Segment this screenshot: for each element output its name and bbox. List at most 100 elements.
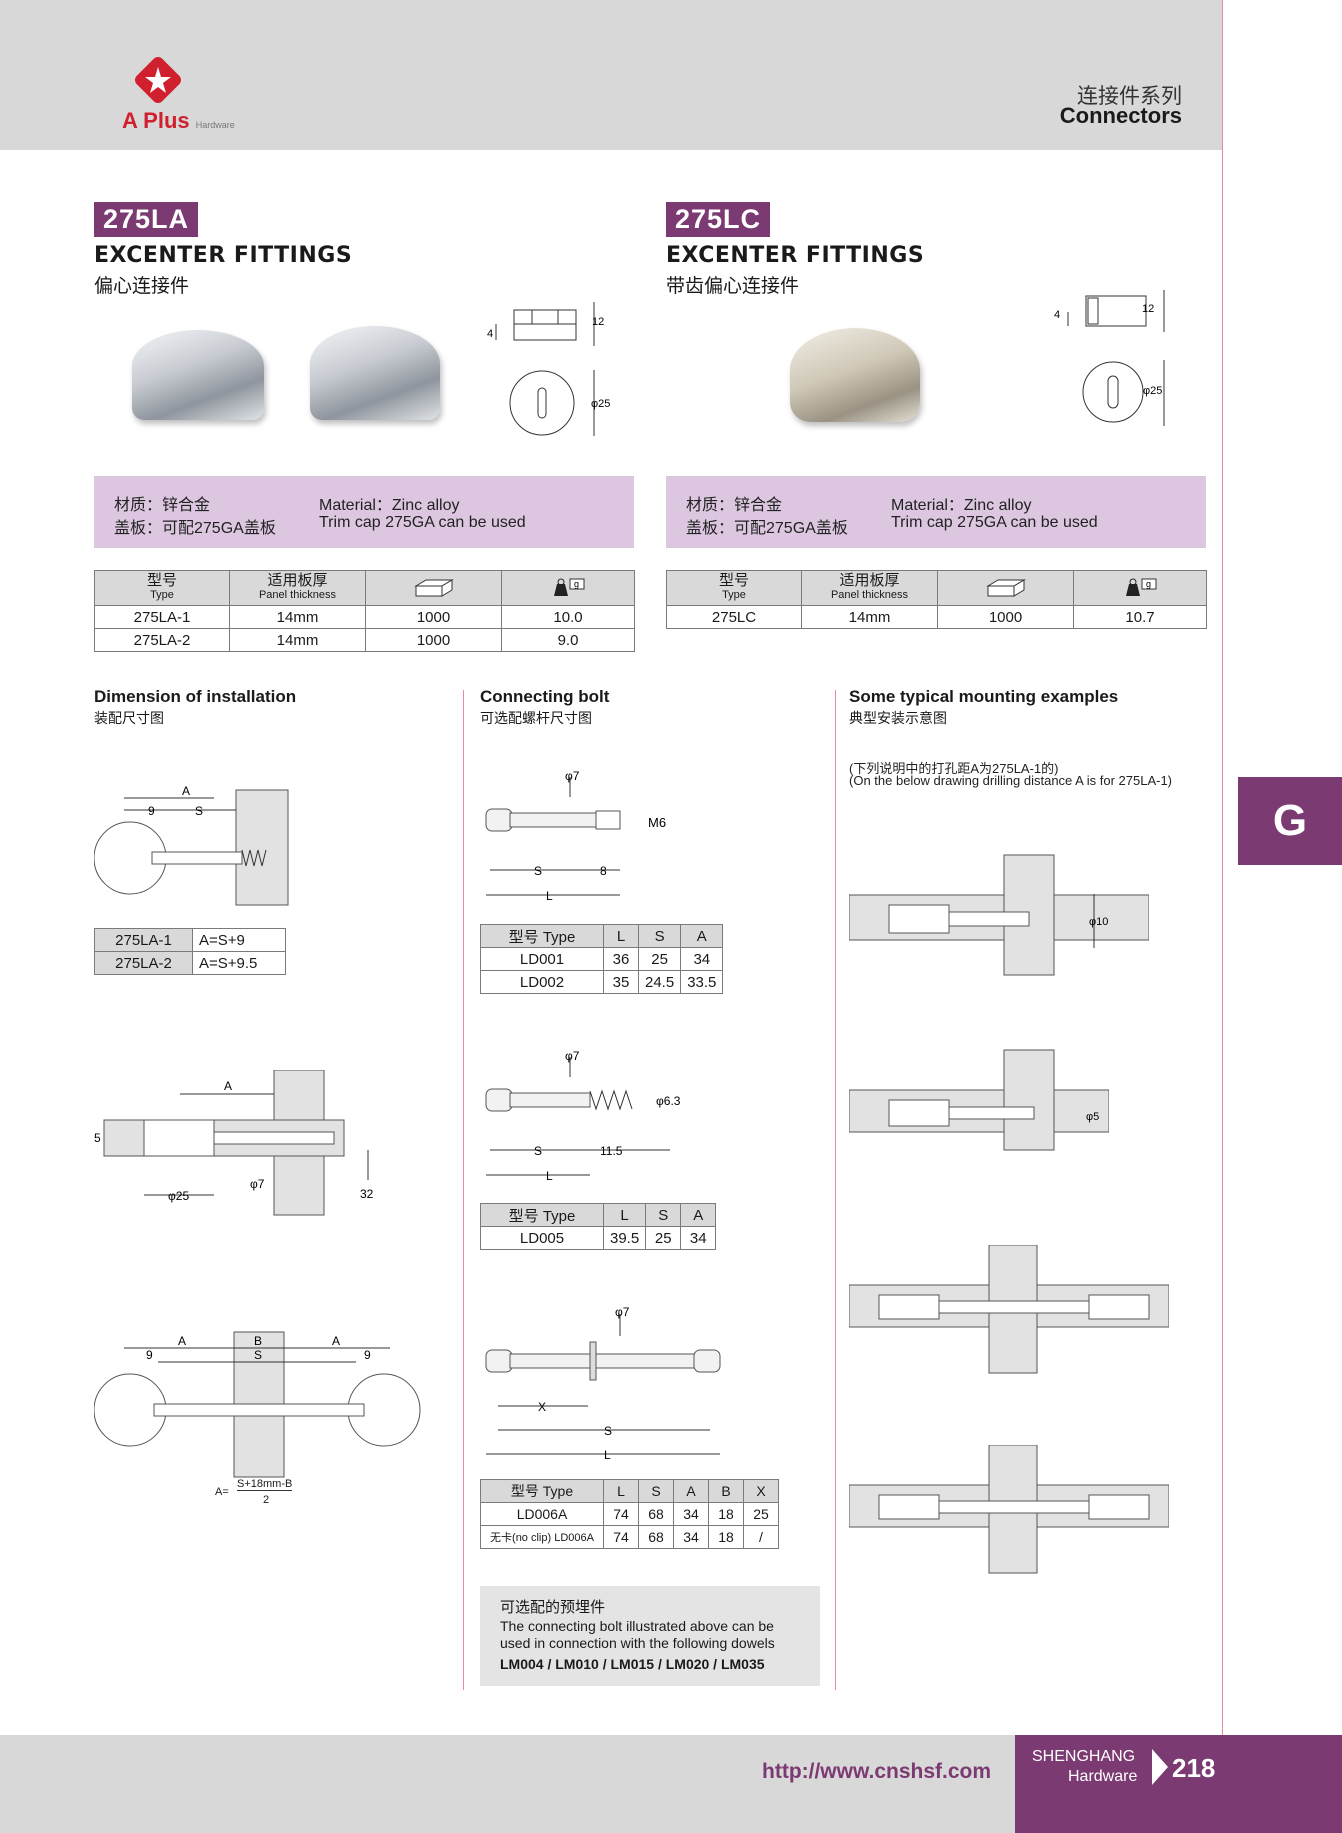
svg-text:A: A [224, 1079, 232, 1093]
svg-text:9: 9 [364, 1348, 371, 1362]
cap-en: Trim cap 275GA can be used [319, 514, 526, 531]
cap-en: Trim cap 275GA can be used [891, 514, 1098, 531]
dim-height: 4 [1054, 309, 1060, 321]
svg-text:g: g [574, 579, 579, 589]
section-tab: G [1238, 777, 1342, 865]
installation-drawing-1: A 9 S [94, 784, 289, 906]
mounting-note-cn: (下列说明中的打孔距A为275LA-1的) [849, 761, 1059, 776]
mounting-note-en: (On the below drawing drilling distance … [849, 773, 1173, 788]
material-cn: 材质：锌合金 [686, 497, 783, 514]
footer-band [0, 1735, 1015, 1833]
model-tag: 275LC [666, 202, 771, 237]
svg-text:B: B [254, 1334, 262, 1348]
installation-drawing-3: A B A S 9 9 [94, 1331, 421, 1478]
cap-cn: 盖板：可配275GA盖板 [114, 520, 276, 537]
svg-text:φ7: φ7 [565, 1049, 580, 1063]
svg-text:8: 8 [600, 864, 607, 878]
footer-brand-band [1015, 1735, 1342, 1833]
installation-drawing-2: A 5 φ25 φ7 32 [94, 1070, 374, 1216]
svg-text:φ10: φ10 [1089, 916, 1108, 928]
dim-width: 12 [1142, 303, 1154, 315]
weight-icon: g [501, 570, 635, 606]
svg-text:9: 9 [146, 1348, 153, 1362]
bolt-drawing-ld005: φ7 φ6.3 S 11.5 L [485, 1049, 681, 1183]
website-link[interactable]: http://www.cnshsf.com [762, 1760, 992, 1783]
svg-text:A: A [182, 784, 190, 798]
model-tag: 275LA [94, 202, 199, 237]
dowel-line2: used in connection with the following do… [500, 1635, 775, 1651]
box-icon [937, 570, 1074, 606]
svg-text:S: S [534, 864, 542, 878]
svg-text:L: L [546, 1169, 553, 1183]
dowel-line1: The connecting bolt illustrated above ca… [500, 1618, 774, 1634]
svg-text:32: 32 [360, 1187, 374, 1201]
bolt-title-cn: 可选配螺杆尺寸图 [480, 710, 592, 726]
svg-text:φ6.3: φ6.3 [656, 1094, 681, 1108]
column-divider [835, 690, 836, 1690]
product-dimension-drawing: 4 12 φ25 [1054, 290, 1165, 426]
svg-text:9: 9 [148, 804, 155, 818]
svg-text:g: g [1146, 579, 1151, 589]
column-divider [463, 690, 464, 1690]
svg-text:S: S [254, 1348, 262, 1362]
mounting-example-1: φ10 [849, 854, 1149, 976]
mounting-title: Some typical mounting examples [849, 687, 1119, 706]
material-band: 材质：锌合金 盖板：可配275GA盖板 Material：Zinc alloy … [666, 476, 1206, 548]
mounting-example-4 [849, 1445, 1169, 1574]
product-photo [310, 326, 440, 420]
dim-diameter: φ25 [591, 398, 610, 410]
svg-text:M6: M6 [648, 815, 666, 830]
product-title-cn: 带齿偏心连接件 [666, 276, 800, 297]
svg-text:φ25: φ25 [168, 1189, 189, 1203]
dim-height: 4 [487, 328, 493, 340]
dim-diameter: φ25 [1143, 385, 1162, 397]
dowel-note-box: 可选配的预埋件 The connecting bolt illustrated … [480, 1586, 820, 1686]
dim-width: 12 [592, 316, 604, 328]
svg-text:X: X [538, 1400, 546, 1414]
product-photo [790, 328, 920, 422]
svg-text:A: A [178, 1334, 186, 1348]
bolt-title: Connecting bolt [480, 687, 610, 706]
logo-text: A Plus Hardware [122, 108, 235, 133]
bolt-drawing-ld006a: φ7 X S L [485, 1305, 721, 1460]
svg-text:5: 5 [94, 1131, 101, 1145]
product-dimension-drawing: 4 12 φ25 [487, 302, 610, 436]
svg-text:φ7: φ7 [565, 769, 580, 783]
page-number: 218 [1172, 1753, 1216, 1783]
dowel-models: LM004 / LM010 / LM015 / LM020 / LM035 [500, 1656, 765, 1672]
material-en: Material：Zinc alloy [891, 497, 1032, 514]
svg-text:S: S [604, 1424, 612, 1438]
bolt-drawing-ld001: φ7 M6 S 8 L [485, 769, 666, 903]
product-title: EXCENTER FITTINGS [94, 243, 353, 268]
product-title-cn: 偏心连接件 [94, 276, 190, 297]
brand-name: SHENGHANG [1032, 1748, 1136, 1765]
product-photo [132, 330, 264, 420]
product-title: EXCENTER FITTINGS [666, 243, 925, 268]
mounting-example-2: φ5 [849, 1049, 1109, 1151]
series-title-cn: 连接件系列 [1077, 85, 1182, 108]
material-en: Material：Zinc alloy [319, 497, 460, 514]
right-margin-rule [1222, 0, 1223, 1833]
mounting-example-3 [849, 1245, 1169, 1374]
